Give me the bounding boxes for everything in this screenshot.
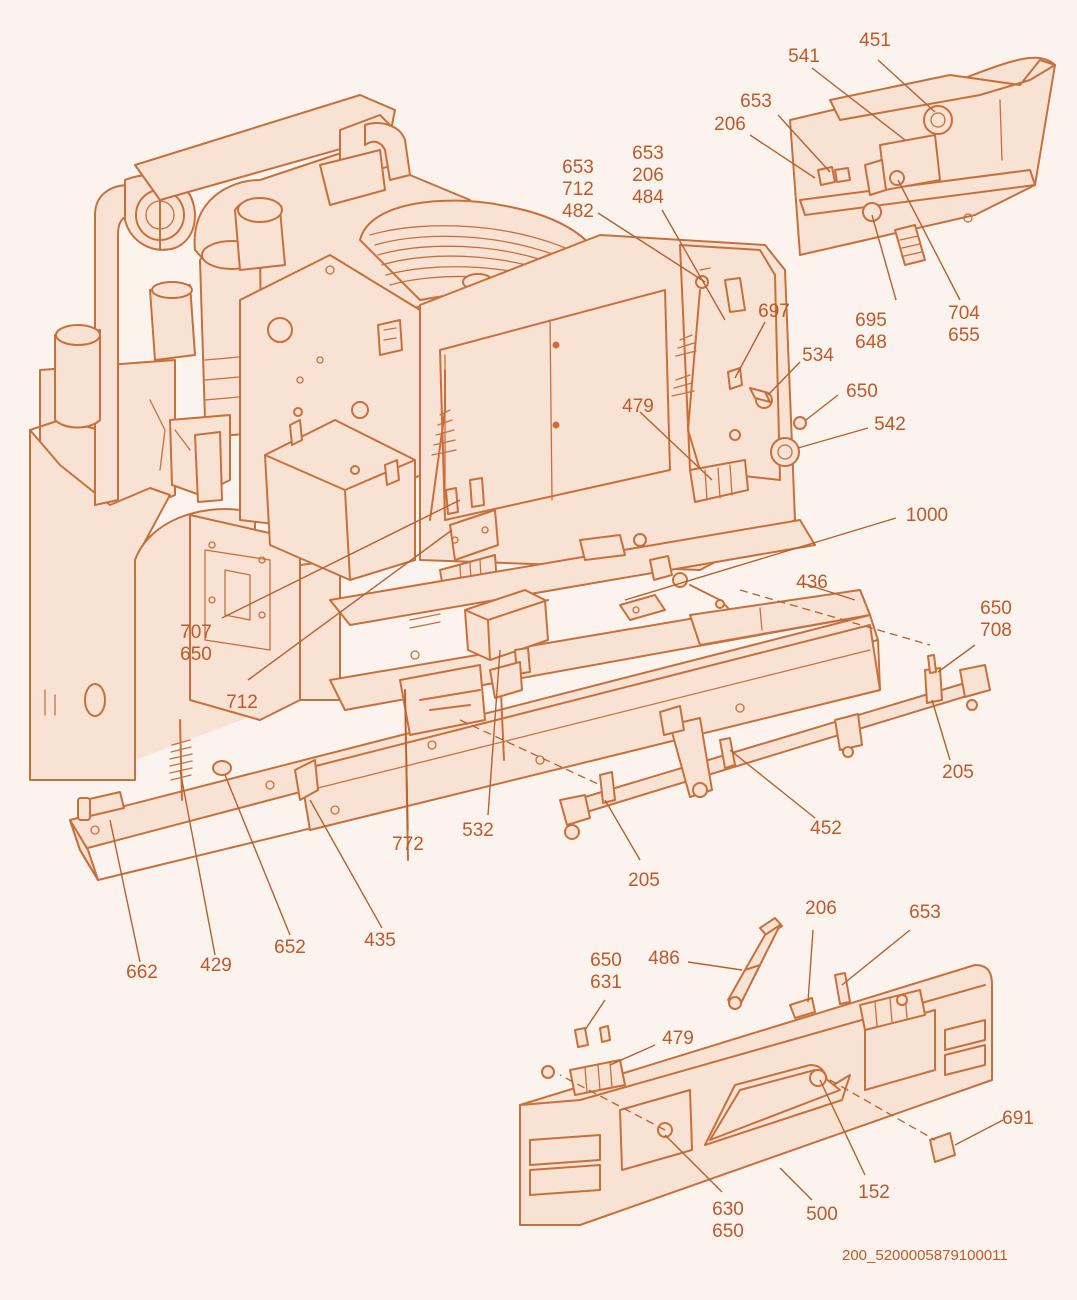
front-cover-assembly bbox=[519, 917, 993, 1226]
callout-697: 697 bbox=[758, 301, 790, 322]
callout-436: 436 bbox=[796, 572, 828, 593]
callout-435: 435 bbox=[364, 930, 396, 951]
callout-206: 206 bbox=[714, 114, 746, 135]
callout-152: 152 bbox=[858, 1182, 890, 1203]
callout-452: 452 bbox=[810, 818, 842, 839]
callout-772: 772 bbox=[392, 834, 424, 855]
callout-206-lower: 206 bbox=[805, 898, 837, 919]
callout-691: 691 bbox=[1002, 1108, 1034, 1129]
callout-541: 541 bbox=[788, 46, 820, 67]
inset-bracket-detail bbox=[789, 56, 1056, 266]
callout-712: 712 bbox=[226, 692, 258, 713]
callout-479: 479 bbox=[622, 396, 654, 417]
callout-652: 652 bbox=[274, 937, 306, 958]
callout-500: 500 bbox=[806, 1204, 838, 1225]
callout-542: 542 bbox=[874, 414, 906, 435]
front-rail-assembly bbox=[69, 614, 881, 881]
callout-653: 653 bbox=[740, 91, 772, 112]
callout-653-lower: 653 bbox=[909, 902, 941, 923]
callout-429: 429 bbox=[200, 955, 232, 976]
leader-lines bbox=[109, 59, 1004, 1201]
callout-532: 532 bbox=[462, 820, 494, 841]
spray-bar-assembly bbox=[559, 654, 991, 840]
callout-662: 662 bbox=[126, 962, 158, 983]
callout-650: 650 bbox=[846, 381, 878, 402]
engine-chassis bbox=[29, 94, 871, 781]
callout-451: 451 bbox=[859, 30, 891, 51]
callout-486: 486 bbox=[648, 948, 680, 969]
callout-1000: 1000 bbox=[905, 505, 949, 526]
document-code: 200_5200005879100011 bbox=[842, 1247, 1008, 1264]
callout-205-lower: 205 bbox=[628, 870, 660, 891]
callout-205: 205 bbox=[942, 762, 974, 783]
callout-534: 534 bbox=[802, 345, 834, 366]
callout-479-lower: 479 bbox=[662, 1028, 694, 1049]
